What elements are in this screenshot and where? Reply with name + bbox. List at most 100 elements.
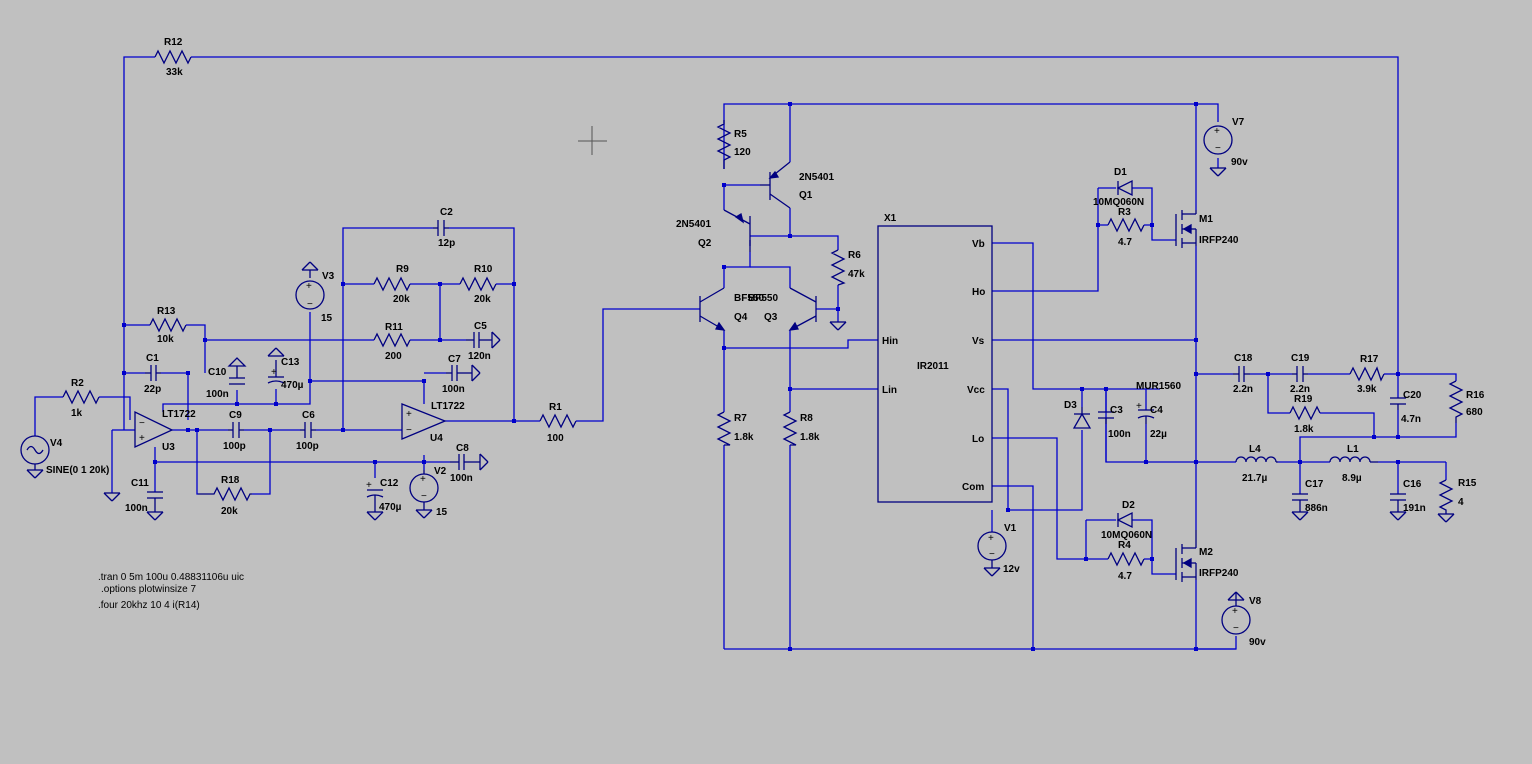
m1-value: IRFP240: [1199, 235, 1239, 246]
d3-value: MUR1560: [1136, 381, 1181, 392]
opamp-u4[interactable]: +− LT1722 U4: [401, 401, 465, 444]
v2-value: 15: [436, 507, 448, 518]
capacitor-c10[interactable]: C10 100n: [206, 357, 247, 400]
diode-d3[interactable]: D3 MUR1560: [1064, 381, 1181, 429]
svg-text:+: +: [271, 367, 277, 378]
r3-value: 4.7: [1118, 237, 1132, 248]
v7-ref: V7: [1232, 117, 1245, 128]
svg-text:−: −: [421, 491, 427, 502]
capacitor-c16[interactable]: C16 191n: [1389, 479, 1426, 521]
capacitor-c1[interactable]: C1 22p: [144, 353, 161, 395]
transistor-q1[interactable]: 2N5401 Q1: [760, 161, 834, 209]
r11-ref: R11: [385, 322, 403, 333]
resistor-r16[interactable]: R16 680: [1448, 380, 1485, 423]
resistor-r4[interactable]: R4 4.7: [1107, 540, 1145, 582]
resistor-r18[interactable]: R18 20k: [198, 475, 252, 517]
c12-value: 470µ: [379, 502, 402, 513]
svg-text:−: −: [1233, 623, 1239, 634]
resistor-r13[interactable]: R13 10k: [149, 306, 187, 345]
resistor-r12[interactable]: R12 33k: [154, 37, 192, 78]
capacitor-c6[interactable]: C6 100p: [296, 410, 319, 452]
resistor-r3[interactable]: R3 4.7: [1107, 207, 1145, 248]
transistor-q3[interactable]: BF550 Q3: [748, 287, 847, 331]
resistor-r5[interactable]: R5 120: [716, 120, 751, 169]
resistor-r1[interactable]: R1 100: [539, 402, 577, 444]
v4-value: SINE(0 1 20k): [46, 465, 109, 476]
c20-value: 4.7n: [1401, 414, 1421, 425]
capacitor-c11[interactable]: C11 100n: [103, 478, 164, 521]
x1-value: IR2011: [917, 361, 949, 372]
ic-x1[interactable]: X1 IR2011 Vb Ho Vs Vcc Lo Com Hin Lin: [877, 213, 993, 503]
source-v2[interactable]: +− V2 15: [409, 466, 448, 519]
r16-value: 680: [1466, 407, 1483, 418]
spice-directives[interactable]: .tran 0 5m 100u 0.48831106u uic .options…: [98, 572, 244, 611]
transistor-q2[interactable]: 2N5401 Q2: [676, 209, 751, 252]
opamp-u3[interactable]: −+ LT1722 U3: [134, 409, 196, 453]
source-v7[interactable]: +− V7 90v: [1203, 117, 1248, 177]
capacitor-c8[interactable]: C8 100n: [450, 443, 489, 484]
r13-ref: R13: [157, 306, 176, 317]
c10-value: 100n: [206, 389, 229, 400]
pin-vcc: Vcc: [967, 385, 985, 396]
capacitor-c3[interactable]: C3 100n: [1098, 405, 1131, 440]
capacitor-c19[interactable]: C19 2.2n: [1290, 353, 1310, 395]
q2-ref: Q2: [698, 238, 712, 249]
r6-ref: R6: [848, 250, 861, 261]
pin-ho: Ho: [972, 287, 985, 298]
u3-ref: U3: [162, 442, 175, 453]
diode-d2[interactable]: D2 10MQ060N: [1101, 500, 1152, 541]
resistor-r6[interactable]: R6 47k: [830, 249, 865, 286]
resistor-r2[interactable]: R2 1k: [62, 378, 100, 419]
source-v4[interactable]: V4 SINE(0 1 20k): [20, 435, 109, 479]
capacitor-c13[interactable]: + C13 470µ: [267, 347, 304, 391]
r10-ref: R10: [474, 264, 493, 275]
resistor-r7[interactable]: R7 1.8k: [716, 411, 754, 446]
pin-vb: Vb: [972, 239, 985, 250]
q1-ref: Q1: [799, 190, 813, 201]
r7-ref: R7: [734, 413, 747, 424]
resistor-r11[interactable]: R11 200: [373, 322, 411, 362]
diode-d1[interactable]: D1 10MQ060N: [1093, 167, 1144, 208]
source-v3[interactable]: +− V3 15: [295, 261, 335, 324]
resistor-r10[interactable]: R10 20k: [459, 264, 497, 305]
x1-ref: X1: [884, 213, 897, 224]
v7-value: 90v: [1231, 157, 1248, 168]
c3-value: 100n: [1108, 429, 1131, 440]
resistor-r9[interactable]: R9 20k: [373, 264, 411, 305]
r19-ref: R19: [1294, 394, 1313, 405]
v8-ref: V8: [1249, 596, 1262, 607]
mosfet-m2[interactable]: M2 IRFP240: [1175, 530, 1239, 582]
capacitor-c7[interactable]: C7 100n: [442, 354, 481, 395]
m2-value: IRFP240: [1199, 568, 1239, 579]
source-v1[interactable]: +− V1 12v: [977, 523, 1020, 577]
resistor-r19[interactable]: R19 1.8k: [1289, 394, 1321, 435]
capacitor-c20[interactable]: C20 4.7n: [1390, 390, 1422, 425]
d3-ref: D3: [1064, 400, 1077, 411]
capacitor-c5[interactable]: C5 120n: [466, 321, 501, 362]
pin-vs: Vs: [972, 336, 985, 347]
resistor-r15[interactable]: R15 4: [1437, 478, 1477, 523]
c2-ref: C2: [440, 207, 453, 218]
r8-ref: R8: [800, 413, 813, 424]
resistor-r17[interactable]: R17 3.9k: [1349, 354, 1385, 395]
r1-value: 100: [547, 433, 564, 444]
r17-ref: R17: [1360, 354, 1379, 365]
inductor-l4[interactable]: L4 21.7µ: [1235, 444, 1278, 484]
inductor-l1[interactable]: L1 8.9µ: [1329, 444, 1378, 484]
d1-ref: D1: [1114, 167, 1127, 178]
c11-ref: C11: [131, 478, 149, 489]
capacitor-c2[interactable]: C2 12p: [433, 207, 455, 249]
capacitor-c12[interactable]: + C12 470µ: [366, 478, 402, 521]
svg-text:+: +: [306, 281, 312, 292]
capacitor-c18[interactable]: C18 2.2n: [1233, 353, 1253, 395]
capacitor-c4[interactable]: + C4 22µ: [1136, 401, 1167, 440]
resistor-r8[interactable]: R8 1.8k: [782, 411, 820, 446]
mosfet-m1[interactable]: M1 IRFP240: [1175, 210, 1239, 248]
c9-value: 100p: [223, 441, 246, 452]
transistor-q4[interactable]: BF550 Q4: [699, 287, 764, 331]
v1-value: 12v: [1003, 564, 1020, 575]
source-v8[interactable]: +− V8 90v: [1221, 591, 1266, 648]
u3-value: LT1722: [162, 409, 196, 420]
capacitor-c17[interactable]: C17 886n: [1291, 479, 1328, 521]
capacitor-c9[interactable]: C9 100p: [223, 410, 246, 452]
